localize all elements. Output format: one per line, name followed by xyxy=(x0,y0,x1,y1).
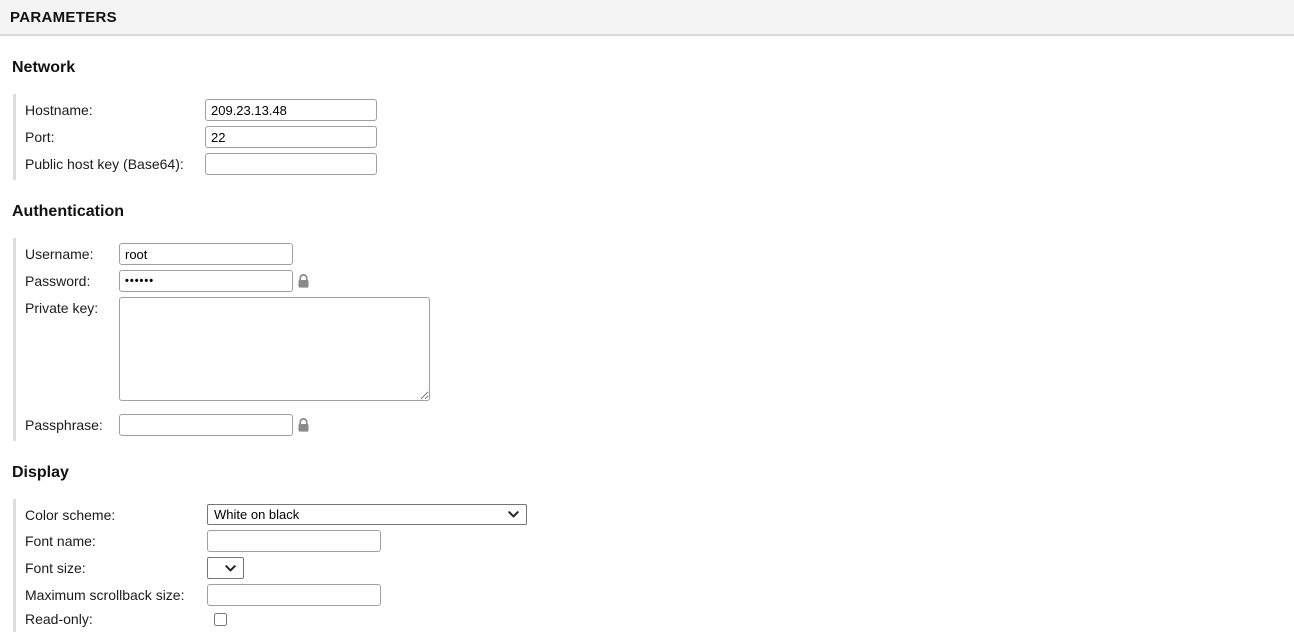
section-heading-display: Display xyxy=(12,464,69,481)
font-size-select[interactable] xyxy=(207,557,244,579)
field-row-read-only: Read-only: xyxy=(25,611,1294,627)
section-heading-network: Network xyxy=(12,59,76,76)
field-row-passphrase: Passphrase: xyxy=(25,414,1294,436)
field-row-username: Username: xyxy=(25,243,1294,265)
field-row-color-scheme: Color scheme: White on black xyxy=(25,504,1294,525)
port-input[interactable] xyxy=(205,126,377,148)
max-scrollback-label: Maximum scrollback size: xyxy=(25,587,185,603)
private-key-label: Private key: xyxy=(25,300,99,316)
field-row-password: Password: xyxy=(25,270,1294,292)
password-input[interactable] xyxy=(119,270,293,292)
color-scheme-selected-value: White on black xyxy=(214,507,300,522)
username-label: Username: xyxy=(25,246,94,262)
lock-icon xyxy=(298,418,309,432)
lock-icon xyxy=(298,274,309,288)
field-row-font-size: Font size: xyxy=(25,557,1294,579)
chevron-down-icon xyxy=(225,564,236,572)
public-host-key-input[interactable] xyxy=(205,153,377,175)
private-key-textarea[interactable] xyxy=(119,297,430,401)
read-only-checkbox[interactable] xyxy=(214,612,227,626)
font-name-label: Font name: xyxy=(25,533,96,549)
passphrase-label: Passphrase: xyxy=(25,417,103,433)
field-row-font-name: Font name: xyxy=(25,530,1294,552)
password-label: Password: xyxy=(25,273,91,289)
field-row-public-host-key: Public host key (Base64): xyxy=(25,153,1294,175)
field-row-hostname: Hostname: xyxy=(25,99,1294,121)
port-label: Port: xyxy=(25,129,55,145)
hostname-label: Hostname: xyxy=(25,102,93,118)
field-row-port: Port: xyxy=(25,126,1294,148)
color-scheme-select[interactable]: White on black xyxy=(207,504,527,525)
hostname-input[interactable] xyxy=(205,99,377,121)
authentication-fields: Username: Password: Private key: Passphr… xyxy=(13,238,1294,441)
display-fields: Color scheme: White on black Font name: … xyxy=(13,499,1294,632)
passphrase-input[interactable] xyxy=(119,414,293,436)
field-row-private-key: Private key: xyxy=(25,297,1294,405)
section-heading-authentication: Authentication xyxy=(12,203,124,220)
public-host-key-label: Public host key (Base64): xyxy=(25,156,184,172)
username-input[interactable] xyxy=(119,243,293,265)
page-header: PARAMETERS xyxy=(0,0,1294,36)
color-scheme-label: Color scheme: xyxy=(25,506,116,523)
field-row-max-scrollback: Maximum scrollback size: xyxy=(25,584,1294,606)
chevron-down-icon xyxy=(508,511,519,518)
font-name-input[interactable] xyxy=(207,530,381,552)
network-fields: Hostname: Port: Public host key (Base64)… xyxy=(13,94,1294,180)
read-only-label: Read-only: xyxy=(25,611,93,627)
max-scrollback-input[interactable] xyxy=(207,584,381,606)
page-title: PARAMETERS xyxy=(10,8,117,26)
font-size-label: Font size: xyxy=(25,560,86,576)
